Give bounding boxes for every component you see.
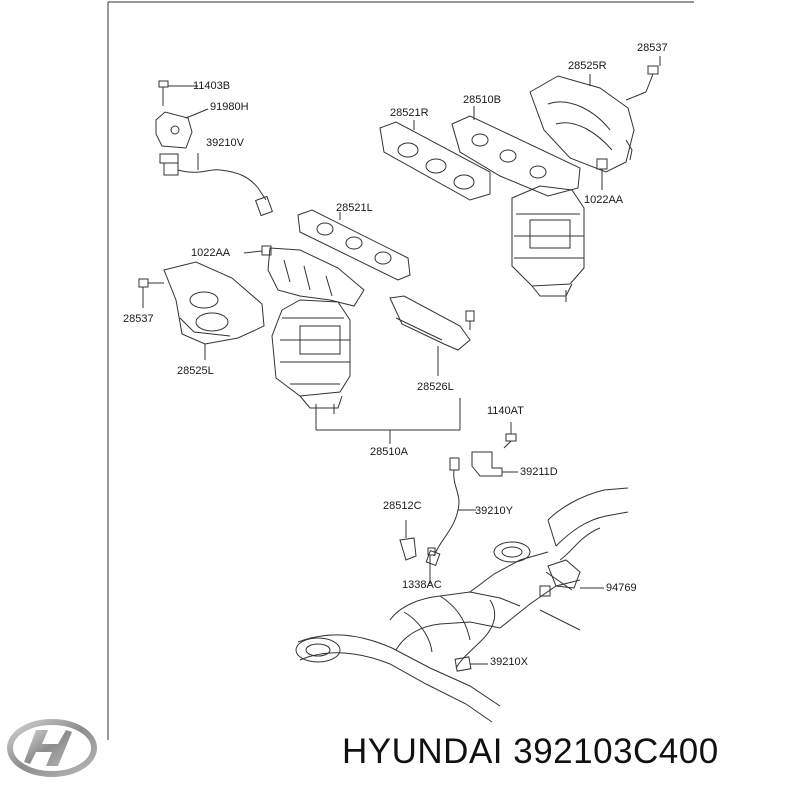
- oxygen-sensor-39210Y: [425, 457, 476, 566]
- label-91980H: 91980H: [210, 101, 249, 113]
- bracket-91980H: [155, 108, 209, 149]
- catalytic-manifold-28510B: [451, 106, 585, 302]
- leader-28510A: [315, 398, 461, 444]
- bolt-1140AT: [503, 422, 517, 449]
- hyundai-logo-icon: [7, 719, 97, 777]
- bolt-28537-right: [625, 56, 661, 101]
- label-28521L: 28521L: [336, 202, 373, 214]
- label-39210V: 39210V: [206, 137, 244, 149]
- bolt-11403B: [158, 80, 198, 106]
- heat-shield-28525L: [163, 261, 265, 360]
- label-28510B: 28510B: [463, 94, 501, 106]
- bolt-28537-left: [138, 278, 164, 308]
- label-28537-left: 28537: [123, 313, 154, 325]
- label-28537-right: 28537: [637, 42, 668, 54]
- label-94769: 94769: [606, 582, 637, 594]
- nut-1022AA-left: [243, 245, 272, 256]
- label-11403B: 11403B: [193, 80, 231, 92]
- label-1338AC: 1338AC: [402, 579, 442, 591]
- label-28510A: 28510A: [370, 446, 408, 458]
- label-39211D: 39211D: [520, 466, 558, 478]
- gasket-28521L: [297, 209, 411, 281]
- label-1140AT: 1140AT: [487, 405, 524, 417]
- label-1022AA-left: 1022AA: [191, 247, 231, 259]
- label-39210X: 39210X: [490, 656, 528, 668]
- gasket-28521R: [379, 120, 491, 201]
- nut-1022AA-right: [596, 158, 608, 190]
- bracket-28526L: [389, 295, 475, 376]
- label-1022AA-right: 1022AA: [584, 194, 624, 206]
- heat-shield-28525R: [529, 74, 635, 173]
- label-28521R: 28521R: [390, 107, 429, 119]
- label-28526L: 28526L: [417, 381, 454, 393]
- oxygen-sensor-39210V: [159, 153, 274, 217]
- brand-part-number-caption: HYUNDAI 392103C400: [342, 732, 719, 771]
- bracket-94769: [547, 559, 604, 589]
- label-39210Y: 39210Y: [475, 505, 513, 517]
- label-28525R: 28525R: [568, 60, 607, 72]
- bracket-39211D: [471, 451, 518, 477]
- front-exhaust-pipe: [295, 487, 629, 723]
- catalytic-manifold-28510A: [267, 247, 365, 414]
- label-28512C: 28512C: [383, 500, 422, 512]
- label-28525L: 28525L: [177, 365, 214, 377]
- bracket-28512C: [399, 520, 436, 580]
- oxygen-sensor-39210X: [454, 599, 496, 672]
